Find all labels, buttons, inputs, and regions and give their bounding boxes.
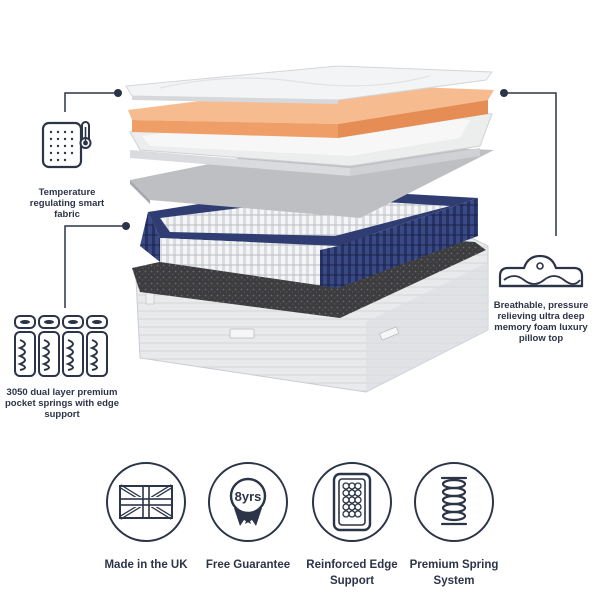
badge-made-in-uk: Made in the UK bbox=[98, 462, 194, 573]
callout-dot bbox=[114, 89, 122, 97]
pocket-springs-icon bbox=[12, 314, 112, 378]
callout-temperature: Temperature regulating smart fabric bbox=[29, 187, 105, 220]
guarantee-rosette-icon: 8yrs bbox=[208, 462, 288, 542]
badge-label: Free Guarantee bbox=[205, 559, 291, 571]
smart-fabric-cover bbox=[125, 65, 493, 104]
union-flag-icon bbox=[106, 462, 186, 542]
callout-pillow-top: Breathable, pressure relieving ultra dee… bbox=[493, 300, 589, 344]
memory-foam-layer bbox=[128, 84, 494, 138]
badge-premium-spring: Premium Spring System bbox=[406, 462, 502, 589]
guarantee-years: 8yrs bbox=[235, 489, 262, 504]
coil-spring-icon bbox=[414, 462, 494, 542]
callout-springs: 3050 dual layer premium pocket springs w… bbox=[4, 387, 120, 420]
badge-label: Premium Spring System bbox=[409, 559, 499, 587]
badge-reinforced-edge: Reinforced Edge Support bbox=[304, 462, 400, 589]
pillow-top-icon bbox=[494, 246, 586, 292]
callout-dot bbox=[122, 222, 130, 230]
feature-badges: Made in the UK 8yrs Free Guarantee bbox=[0, 462, 600, 592]
spring-grid-icon bbox=[312, 462, 392, 542]
callout-dot bbox=[500, 89, 508, 97]
temperature-fabric-icon bbox=[40, 118, 96, 174]
badge-label: Made in the UK bbox=[104, 559, 188, 571]
badge-label: Reinforced Edge Support bbox=[306, 559, 398, 587]
badge-free-guarantee: 8yrs Free Guarantee bbox=[200, 462, 296, 573]
